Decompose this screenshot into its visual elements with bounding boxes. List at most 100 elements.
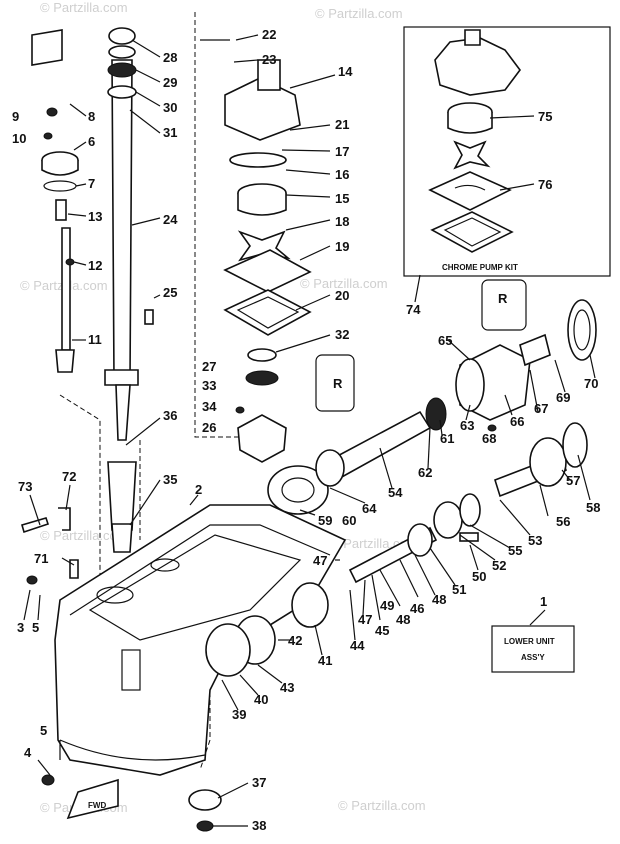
- watermark: © Partzilla.com: [315, 6, 403, 21]
- callout-5: 5: [32, 620, 39, 635]
- watermark: © Partzilla.com: [338, 798, 426, 813]
- watermark: © Partzilla.com: [40, 0, 128, 15]
- callout-24: 24: [163, 212, 178, 227]
- callout-41: 41: [318, 653, 332, 668]
- small-hardware: [21, 107, 497, 786]
- fwd-tag: FWD: [66, 778, 119, 820]
- callout-72: 72: [62, 469, 76, 484]
- shim-r-right: R: [481, 279, 527, 331]
- callout-43: 43: [280, 680, 294, 695]
- callout-48: 48: [396, 612, 410, 627]
- callout-16: 16: [335, 167, 349, 182]
- callout-45: 45: [375, 623, 389, 638]
- chrome-pump-kit-label: CHROME PUMP KIT: [442, 263, 518, 272]
- callout-64: 64: [362, 501, 377, 516]
- callout-6: 6: [88, 134, 95, 149]
- callout-12: 12: [88, 258, 102, 273]
- lower-housing: [54, 504, 347, 776]
- callout-55: 55: [508, 543, 522, 558]
- callout-51: 51: [452, 582, 466, 597]
- callout-37: 37: [252, 775, 266, 790]
- callout-44: 44: [350, 638, 365, 653]
- callout-25: 25: [163, 285, 177, 300]
- callout-53: 53: [528, 533, 542, 548]
- callout-69: 69: [556, 390, 570, 405]
- callout-34: 34: [202, 399, 217, 414]
- callout-75: 75: [538, 109, 552, 124]
- callout-54: 54: [388, 485, 403, 500]
- callout-13: 13: [88, 209, 102, 224]
- callout-36: 36: [163, 408, 177, 423]
- callout-59: 59: [318, 513, 332, 528]
- callout-labels: 1 2 3 4 5 5 6 7 8 9 10 11 12 13 14 15 16…: [12, 27, 600, 833]
- clutch-assembly: [348, 523, 479, 584]
- callout-35: 35: [163, 472, 177, 487]
- callout-42: 42: [288, 633, 302, 648]
- assy-label: ASS'Y: [521, 653, 545, 662]
- callout-30: 30: [163, 100, 177, 115]
- callout-65: 65: [438, 333, 452, 348]
- callout-50: 50: [472, 569, 486, 584]
- callout-56: 56: [556, 514, 570, 529]
- dashed-guide: [194, 12, 255, 438]
- callout-66: 66: [510, 414, 524, 429]
- bearing-housing: [455, 299, 597, 421]
- callout-58: 58: [586, 500, 600, 515]
- callout-47b: 47: [358, 612, 372, 627]
- shim-r-left: R: [315, 354, 355, 412]
- callout-4: 4: [24, 745, 32, 760]
- callout-21: 21: [335, 117, 349, 132]
- callout-10: 10: [12, 131, 26, 146]
- propeller-shaft: [267, 397, 447, 515]
- callout-60: 60: [342, 513, 356, 528]
- lower-unit-label: LOWER UNIT: [504, 637, 555, 646]
- callout-5b: 5: [40, 723, 47, 738]
- callout-7: 7: [88, 176, 95, 191]
- leader-lines: [23, 34, 596, 827]
- drive-shaft: [104, 27, 139, 553]
- callout-73: 73: [18, 479, 32, 494]
- callout-74: 74: [406, 302, 421, 317]
- fwd-label: FWD: [88, 801, 106, 810]
- callout-2: 2: [195, 482, 202, 497]
- callout-61: 61: [440, 431, 454, 446]
- callout-57: 57: [566, 473, 580, 488]
- callout-28: 28: [163, 50, 177, 65]
- shim-letter: R: [498, 291, 508, 306]
- callout-14: 14: [338, 64, 353, 79]
- shim-letter: R: [333, 376, 343, 391]
- callout-8: 8: [88, 109, 95, 124]
- callout-18: 18: [335, 214, 349, 229]
- callout-62: 62: [418, 465, 432, 480]
- callout-27: 27: [202, 359, 216, 374]
- chrome-pump-kit-box: CHROME PUMP KIT: [403, 26, 611, 277]
- callout-9: 9: [12, 109, 19, 124]
- dashed-guide: [59, 394, 101, 585]
- callout-76: 76: [538, 177, 552, 192]
- callout-48b: 48: [432, 592, 446, 607]
- callout-52: 52: [492, 558, 506, 573]
- callout-11: 11: [88, 332, 102, 347]
- callout-26: 26: [202, 420, 216, 435]
- callout-33: 33: [202, 378, 216, 393]
- callout-70: 70: [584, 376, 598, 391]
- callout-46: 46: [410, 601, 424, 616]
- callout-63: 63: [460, 418, 474, 433]
- callout-17: 17: [335, 144, 349, 159]
- gear-set: [188, 422, 588, 832]
- callout-40: 40: [254, 692, 268, 707]
- callout-67: 67: [534, 401, 548, 416]
- callout-39: 39: [232, 707, 246, 722]
- callout-49: 49: [380, 598, 394, 613]
- callout-32: 32: [335, 327, 349, 342]
- lower-unit-assy-box: LOWER UNIT ASS'Y: [491, 625, 575, 673]
- callout-3: 3: [17, 620, 24, 635]
- callout-15: 15: [335, 191, 349, 206]
- callout-29: 29: [163, 75, 177, 90]
- callout-47: 47: [313, 553, 327, 568]
- callout-19: 19: [335, 239, 349, 254]
- callout-68: 68: [482, 431, 496, 446]
- watermark: © Partzilla.com: [300, 276, 388, 291]
- callout-71: 71: [34, 551, 48, 566]
